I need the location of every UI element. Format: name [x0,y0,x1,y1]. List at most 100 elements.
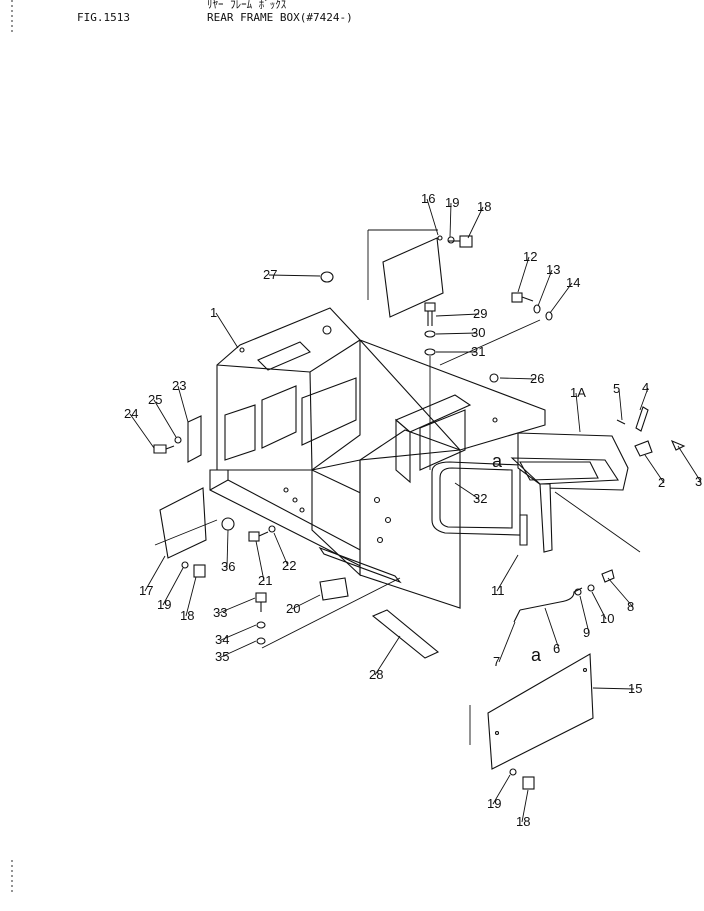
washer-19-left [181,561,189,569]
callout-leader [449,202,452,238]
callout-leader [467,206,484,239]
callout-label: 23 [172,378,186,393]
washer-35 [256,637,266,645]
callout-label: 25 [148,392,162,407]
washer-14 [545,311,553,321]
bolt-18-left [193,564,206,578]
callout-label: 20 [286,601,300,616]
cover-15 [487,653,594,770]
callout-label: 19 [487,796,501,811]
callout-leader [435,313,480,317]
callout-label: 7 [493,654,500,669]
callout-leader [273,532,289,567]
frame-right-body [359,339,546,609]
callout-label: 16 [421,191,435,206]
bolt-21 [248,531,260,542]
washer-22 [268,525,276,533]
callout-leader [435,332,478,335]
latch-2 [634,440,653,457]
washer-19-bottom [509,768,517,776]
callout-label: 33 [213,605,227,620]
callout-label: 26 [530,371,544,386]
callout-leader [226,529,229,568]
callout-label: 29 [473,306,487,321]
cover-17 [159,487,207,559]
callout-leader [492,774,511,805]
callout-leader [517,256,530,293]
callout-label: 31 [471,344,485,359]
callout-label: 2 [658,475,665,490]
callout-label: 28 [369,667,383,682]
washer-10 [587,584,595,592]
washer-13 [533,304,541,314]
callout-leader [618,388,623,421]
callout-leader [268,274,321,277]
callout-label: 8 [627,599,634,614]
plate-28 [371,609,440,659]
side-opening [261,385,297,449]
callout-leader [496,554,519,592]
bracket-11 [519,514,528,546]
bolt-24 [153,444,167,454]
plug-26 [489,373,499,383]
callout-leader [129,413,155,449]
washer-19-top [447,236,455,244]
callout-label: 13 [546,262,560,277]
callout-leader [592,687,635,690]
callout-label: 10 [600,611,614,626]
callout-label: 6 [553,641,560,656]
callout-leader [607,577,634,608]
washer-9 [574,588,582,596]
callout-leader [644,454,665,484]
bolt-12 [511,292,523,303]
callout-label: 15 [628,681,642,696]
callout-label: 34 [215,632,229,647]
washer-34 [256,621,266,629]
callout-label: 30 [471,325,485,340]
callout-leader [291,594,321,610]
plug-36 [221,517,235,531]
callout-label: 9 [583,625,590,640]
callout-leader [591,591,607,620]
callout-label: 21 [258,573,272,588]
cap-27 [320,271,334,283]
rear-frame-box [209,307,546,609]
callout-label: 35 [215,649,229,664]
callout-label: 32 [473,491,487,506]
callout-leader [575,392,581,433]
callout-label: 4 [642,380,649,395]
callout-label: a [531,645,542,665]
handle-6 [519,587,583,611]
callout-leader [162,567,184,606]
bolt-29-head [424,302,436,312]
cover-23 [187,415,202,463]
callout-label: 19 [445,195,459,210]
washer-25 [174,436,182,444]
diagram-title: REAR FRAME BOX(#7424-) [207,11,353,24]
callout-leader [144,555,166,592]
callout-label: a [492,451,503,471]
figure-number: FIG.1513 [77,11,130,24]
callout-leader [549,282,573,314]
callout-leader [218,597,256,614]
callout-leader [220,624,257,641]
callout-label: 18 [477,199,491,214]
callout-label: 3 [695,474,702,489]
knob-8 [601,569,615,583]
callout-label: 11 [491,583,505,598]
top-cover-plate [382,237,444,318]
callout-label: 27 [263,267,277,282]
callout-leader [374,635,401,676]
callout-leader [579,595,590,634]
callout-leader [215,312,239,349]
callout-label: 19 [157,597,171,612]
bolt-33 [255,592,267,603]
center-opening [301,377,357,446]
pin-5 [616,419,626,425]
bracket-20 [319,577,349,601]
callout-label: 14 [566,275,580,290]
callout-label: 1A [570,385,586,400]
callout-leader [544,607,560,650]
bolt-18-bottom [522,776,535,790]
callout-label: 1 [210,305,217,320]
